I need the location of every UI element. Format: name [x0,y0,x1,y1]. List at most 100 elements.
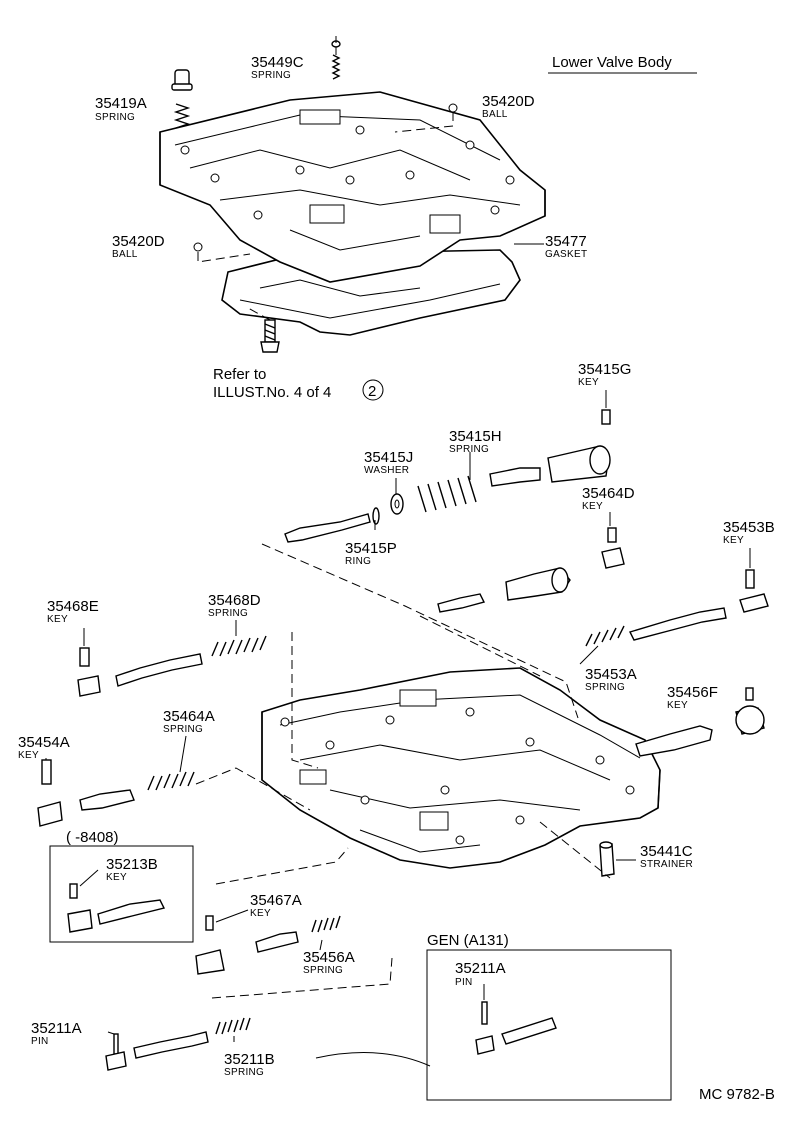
part-no: 35415J [364,449,413,466]
label-35415H: 35415H SPRING [449,428,502,455]
drawing-code: MC 9782-B [699,1086,775,1103]
part-desc: RING [345,556,371,567]
spring-35449C-part [331,40,341,80]
part-desc: SPRING [303,965,343,976]
part-desc: SPRING [163,724,203,735]
part-desc: PIN [455,977,473,988]
part-no: 35477 [545,233,587,250]
key-35415G-part [601,409,611,425]
part-no: 35468D [208,592,261,609]
part-no: 35211A [31,1020,82,1037]
part-no: 35211B [224,1051,275,1068]
gen-box-title: GEN (A131) [427,932,509,949]
valve-35211-assembly [133,1017,251,1059]
upper-valve-body [159,91,546,336]
part-no: 35211A [455,960,506,977]
part-desc: KEY [723,535,744,546]
label-35464D: 35464D KEY [582,485,635,512]
label-35464A: 35464A SPRING [163,708,215,735]
part-desc: PIN [31,1036,49,1047]
ball-top-leader [394,112,454,133]
label-leaders [45,36,751,1042]
ring-35415P-part [372,507,380,525]
label-35456A: 35456A SPRING [303,949,355,976]
part-no: 35456A [303,949,355,966]
label-35456F: 35456F KEY [667,684,718,711]
refer-line-2: ILLUST.No. 4 of 4 [213,384,331,401]
part-no: 35454A [18,734,70,751]
plug-top-left-part [171,69,193,91]
refer-line-1: Refer to [213,366,266,383]
label-35415G: 35415G KEY [578,361,631,388]
label-35441C: 35441C STRAINER [640,843,693,870]
part-no: 35449C [251,54,304,71]
valve-middle-assembly [437,567,571,613]
valve-35415-assembly [284,409,611,543]
bolt-part [260,319,280,353]
gen-box-leader [315,1052,431,1067]
gen-a131-box [426,949,672,1101]
lower-valve-body [261,667,661,869]
ball-left-leader [197,252,251,263]
refer-circle [362,379,384,401]
label-35453B: 35453B KEY [723,519,775,546]
valve-35468-assembly [115,635,267,687]
refer-note: Refer to ILLUST.No. 4 of 4 2 [213,366,384,401]
assembly-dashed-lines [195,307,611,999]
key-35456F-part [735,687,765,735]
part-no: 35420D [482,93,535,110]
label-35415P: 35415P RING [345,540,397,567]
part-no: 35468E [47,598,99,615]
key-35213B-part [67,883,166,933]
part-desc: KEY [578,377,599,388]
label-35468E: 35468E KEY [47,598,99,625]
label-35468D: 35468D SPRING [208,592,261,619]
part-desc: KEY [47,614,68,625]
label-35419A: 35419A SPRING [95,95,147,123]
part-no: 35415H [449,428,502,445]
label-35211A-left: 35211A PIN [31,1020,82,1047]
part-no: 35441C [640,843,693,860]
label-35211A-box: 35211A PIN [455,960,506,988]
valve-35454-assembly [79,771,195,811]
label-35477: 35477 GASKET [545,233,587,260]
part-desc: KEY [250,908,271,919]
ball-35420D-left [193,242,203,252]
part-desc: STRAINER [640,859,693,870]
label-35467A: 35467A KEY [250,892,302,919]
label-35420D-top: 35420D BALL [482,93,535,120]
label-35453A: 35453A SPRING [585,666,637,693]
part-desc: SPRING [208,608,248,619]
valve-35453-assembly [585,607,727,647]
part-no: 35464A [163,708,215,725]
key-35464D-part [601,527,625,569]
label-35454A: 35454A KEY [18,734,70,761]
date-range-box [49,845,194,943]
part-desc: SPRING [585,682,625,693]
part-no: 35419A [95,95,147,112]
part-desc: SPRING [95,112,135,123]
label-35420D-left: 35420D BALL [112,233,165,260]
label-35449C: 35449C SPRING [251,54,304,81]
part-desc: KEY [667,700,688,711]
part-no: 35420D [112,233,165,250]
ball-35420D-top [448,103,458,113]
part-no: 35467A [250,892,302,909]
pin-35211A-box-part [475,1001,557,1055]
part-no: 35464D [582,485,635,502]
valve-35456A-assembly [255,915,341,953]
key-35467A-part [195,915,225,975]
part-desc: KEY [18,750,39,761]
spring-35419A-part [173,103,191,129]
label-35211B: 35211B SPRING [224,1051,275,1078]
part-desc: SPRING [224,1067,264,1078]
refer-circle-number: 2 [368,383,376,400]
part-desc: SPRING [449,444,489,455]
key-35468E-part [77,647,101,697]
part-desc: BALL [112,249,138,260]
part-desc: BALL [482,109,508,120]
diagram-title: Lower Valve Body [552,54,672,71]
part-desc: SPRING [251,70,291,81]
part-desc: GASKET [545,249,587,260]
